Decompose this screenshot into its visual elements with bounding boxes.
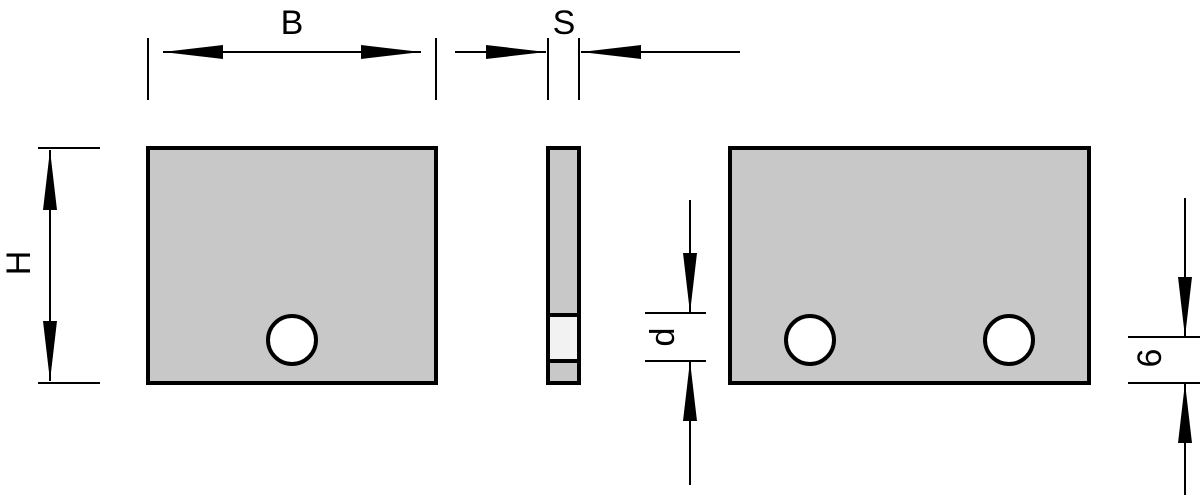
dimension-b-label: B: [281, 4, 304, 42]
mounting-hole-right: [983, 314, 1035, 366]
rear-plate: [728, 146, 1091, 385]
hole-section: [546, 313, 581, 363]
dimension-s: [455, 38, 740, 100]
front-view: [146, 146, 438, 385]
dimension-d: [645, 200, 706, 485]
side-view: [546, 146, 581, 385]
dimension-h: [38, 147, 100, 384]
dimension-b: [147, 38, 437, 100]
rear-view: [728, 146, 1091, 385]
dimension-hole-offset: [1128, 198, 1200, 495]
dimension-h-label: H: [0, 251, 38, 276]
mounting-hole-left: [784, 314, 836, 366]
dimension-d-label: d: [644, 328, 682, 347]
mounting-hole: [266, 314, 318, 366]
dimension-hole-offset-label: 6: [1131, 349, 1169, 368]
dimension-s-label: S: [553, 4, 576, 42]
